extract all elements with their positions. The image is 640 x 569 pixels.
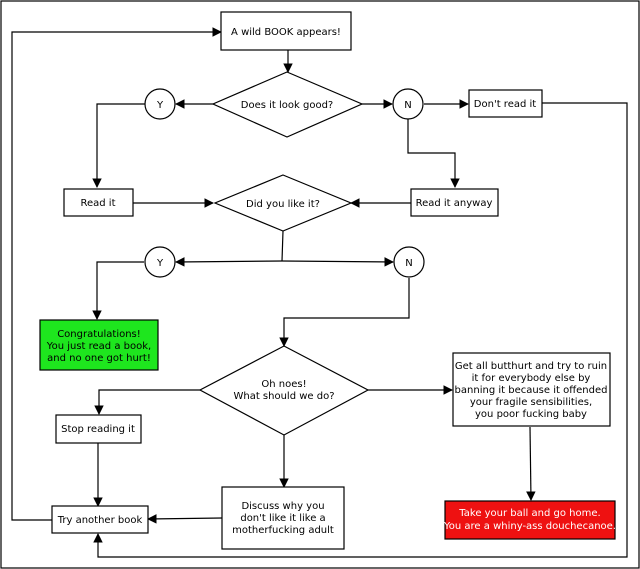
arrow-dont-read-to-try-another [93, 102, 628, 558]
node-congratulations-line-1: Congratulations! [57, 329, 141, 340]
node-stop-reading: Stop reading it [55, 414, 142, 444]
node-discuss-line-1: Discuss why you [241, 501, 324, 512]
node-read-it: Read it [63, 188, 134, 217]
node-y2: Y [144, 246, 176, 278]
node-n1: N [392, 88, 424, 120]
decision-look-good-label: Does it look good? [241, 100, 333, 111]
node-discuss-line-3: motherfucking adult [232, 525, 334, 536]
arrow-try-another-to-start [11, 27, 222, 521]
node-y1: Y [144, 88, 176, 120]
node-go-home-line-2: You are a whiny-ass douchecanoe. [443, 521, 616, 532]
node-y1-label: Y [156, 100, 164, 111]
node-dont-read-label: Don't read it [474, 99, 536, 110]
node-butthurt: Get all butthurt and try to ruin it for … [452, 352, 611, 427]
arrow-y1-to-read-it [92, 103, 146, 188]
node-go-home-line-1: Take your ball and go home. [458, 508, 600, 519]
decision-like-it: Did you like it? [213, 174, 353, 232]
node-read-it-label: Read it [80, 198, 115, 209]
node-butthurt-line-4: your fragile sensibilities, [470, 397, 592, 408]
decision-oh-noes-line-1: Oh noes! [261, 379, 306, 390]
node-congratulations-line-3: and no one got hurt! [47, 353, 151, 364]
node-try-another-label: Try another book [57, 515, 143, 526]
node-n2-label: N [405, 258, 412, 269]
node-read-anyway-label: Read it anyway [416, 198, 493, 209]
decision-oh-noes-line-2: What should we do? [233, 391, 334, 402]
arrow-y2-to-congrats [92, 261, 144, 320]
node-stop-reading-label: Stop reading it [61, 424, 135, 435]
node-dont-read: Don't read it [468, 89, 543, 118]
connectors [11, 27, 628, 558]
node-n1-label: N [404, 100, 411, 111]
arrow-n1-to-read-anyway [407, 119, 460, 188]
node-congratulations: Congratulations! You just read a book, a… [39, 319, 159, 371]
node-n2: N [393, 246, 425, 278]
node-butthurt-line-1: Get all butthurt and try to ruin [455, 361, 607, 372]
node-butthurt-line-3: banning it because it offended [455, 385, 608, 396]
arrow-junction-to-y2 [175, 257, 283, 267]
arrow-n2-to-oh-noes [279, 278, 410, 347]
node-go-home: Take your ball and go home. You are a wh… [443, 500, 616, 540]
decision-oh-noes: Oh noes! What should we do? [198, 345, 370, 436]
node-y2-label: Y [156, 258, 164, 269]
line-like-it-down [281, 230, 284, 262]
node-butthurt-line-2: it for everybody else by [472, 373, 591, 384]
arrow-butthurt-to-go-home [526, 426, 536, 501]
node-butthurt-line-5: you poor fucking baby [475, 409, 587, 420]
arrow-junction-to-n2 [281, 257, 394, 267]
node-read-anyway: Read it anyway [410, 188, 499, 217]
arrow-oh-noes-to-stop [94, 389, 200, 415]
decision-look-good: Does it look good? [211, 71, 364, 138]
node-start-label: A wild BOOK appears! [231, 27, 341, 38]
node-start: A wild BOOK appears! [220, 11, 352, 51]
arrow-discuss-to-try-another [147, 514, 223, 524]
node-congratulations-line-2: You just read a book, [46, 341, 151, 352]
node-discuss-line-2: don't like it like a [240, 513, 325, 524]
node-try-another: Try another book [51, 505, 149, 534]
node-discuss: Discuss why you don't like it like a mot… [221, 486, 345, 550]
decision-like-it-label: Did you like it? [246, 199, 320, 210]
